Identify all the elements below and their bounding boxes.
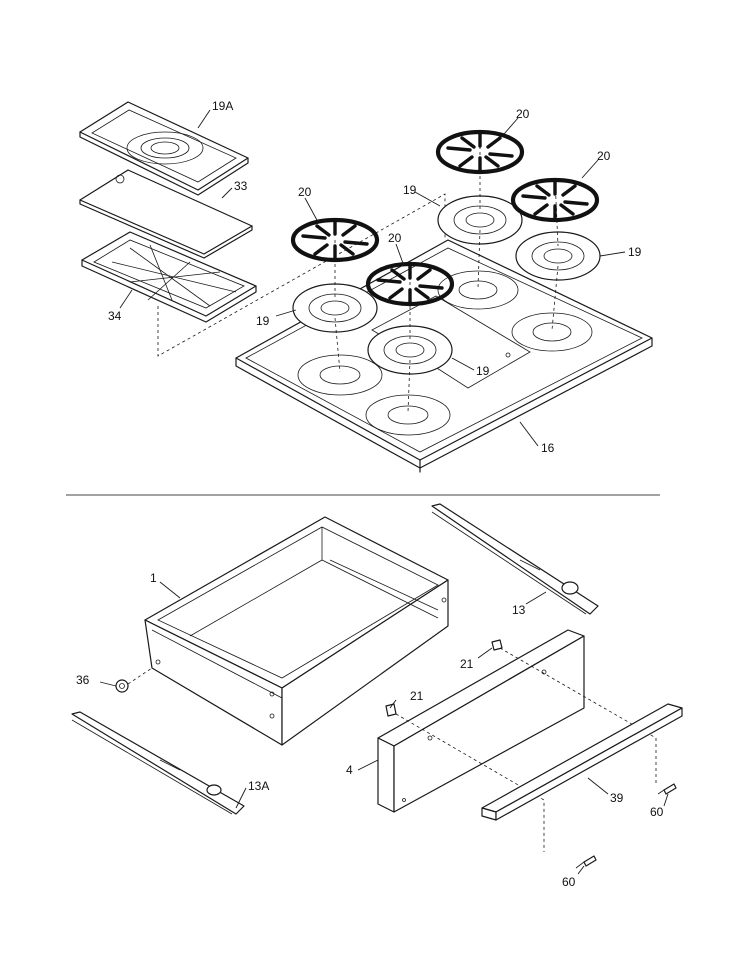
part-36-roller (115, 679, 129, 693)
label-36: 36 (76, 673, 90, 687)
part-60-screw-bottom (575, 855, 597, 869)
part-19-burner-ring-front (367, 325, 453, 375)
label-60-right: 60 (650, 805, 664, 819)
label-34: 34 (108, 309, 122, 323)
part-39-trim-strip (481, 703, 683, 821)
label-20-left: 20 (298, 185, 312, 199)
part-20-grate-right (510, 177, 600, 223)
label-19-back: 19 (403, 183, 417, 197)
part-21-clip-upper (491, 639, 503, 651)
part-20-grate-front (365, 261, 455, 307)
part-20-grate-left (290, 217, 380, 263)
part-19-burner-ring-left (292, 283, 378, 333)
label-39: 39 (610, 791, 624, 805)
label-19-front: 19 (476, 364, 490, 378)
part-19A-drip-tray-cover (79, 101, 249, 196)
label-19A: 19A (212, 99, 233, 113)
label-1: 1 (150, 571, 157, 585)
label-19-left: 19 (256, 314, 270, 328)
label-19-right: 19 (628, 245, 642, 259)
label-60-bottom: 60 (562, 875, 576, 889)
label-16: 16 (541, 441, 555, 455)
label-20-back: 20 (516, 107, 530, 121)
part-34-drip-pan (81, 231, 257, 323)
part-1-drawer-body (144, 516, 449, 746)
label-20-front: 20 (388, 231, 402, 245)
label-13: 13 (512, 603, 526, 617)
label-21-upper: 21 (460, 657, 474, 671)
part-13-drawer-slide-right (431, 503, 599, 615)
part-60-screw-right (657, 783, 677, 795)
label-33: 33 (234, 179, 248, 193)
label-13A: 13A (248, 779, 269, 793)
label-21-lower: 21 (410, 689, 424, 703)
part-13A-drawer-slide-left (71, 711, 245, 815)
label-20-right: 20 (597, 149, 611, 163)
part-20-grate-back (435, 129, 525, 175)
part-19-burner-ring-right (515, 231, 601, 281)
part-4-drawer-front (377, 629, 585, 813)
part-21-clip-lower (385, 703, 397, 717)
part-33-liner (79, 169, 253, 259)
label-4: 4 (346, 763, 353, 777)
